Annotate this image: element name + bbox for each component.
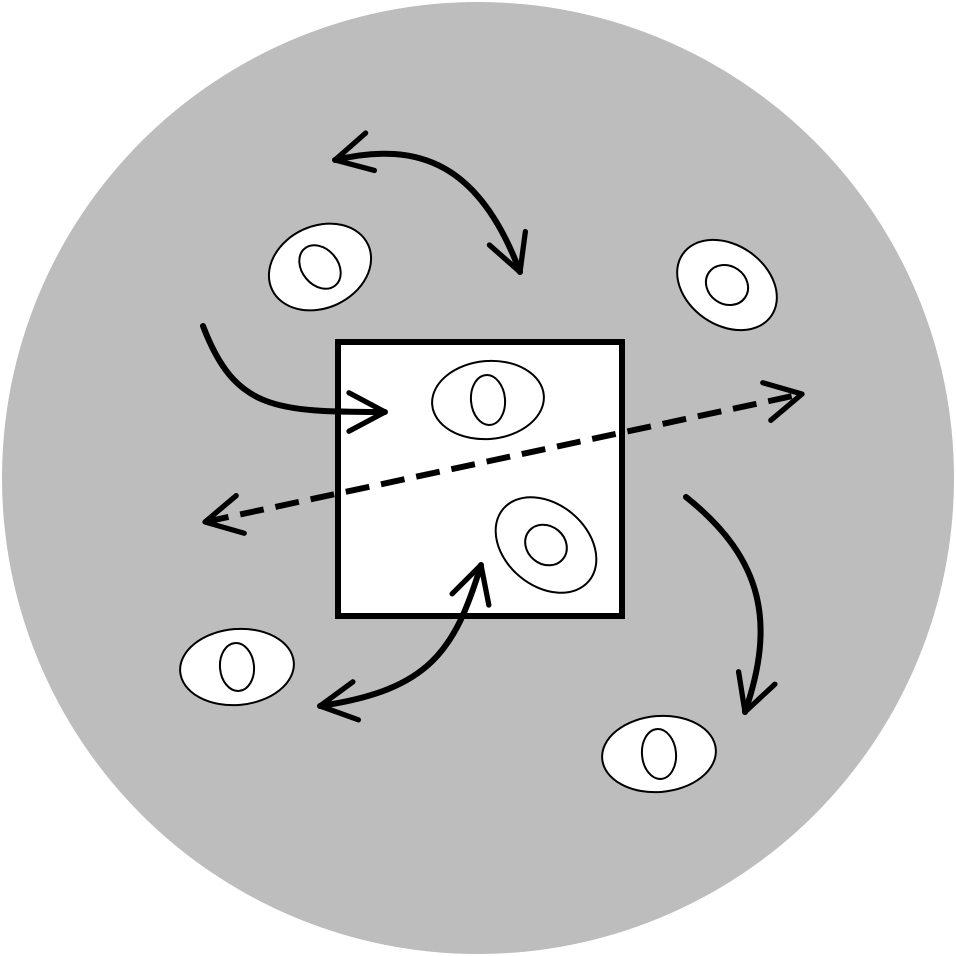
- diagram-svg: [0, 0, 956, 956]
- diagram-canvas: [0, 0, 956, 956]
